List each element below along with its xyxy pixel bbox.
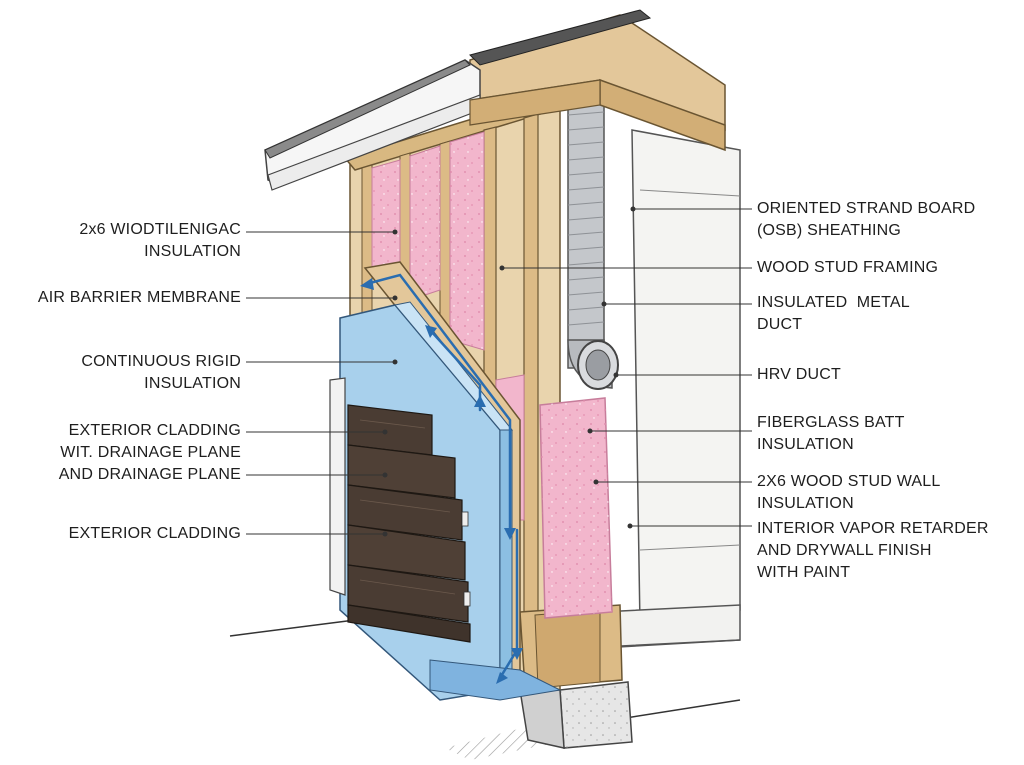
label-exterior-cladding: EXTERIOR CLADDING: [68, 525, 241, 542]
foundation: [519, 681, 633, 749]
leader-dots: [382, 206, 636, 537]
label-osb: ORIENTED STRAND BOARD(OSB) SHEATHING: [757, 200, 976, 239]
roof-structure: [264, 9, 726, 191]
label-hrv-duct: HRV DUCT: [757, 366, 841, 383]
siding-panels: [329, 377, 471, 643]
label-air-barrier: AIR BARRIER MEMBRANE: [37, 289, 241, 306]
arrow-heads: [360, 278, 523, 684]
hrv-duct-pipe: [561, 91, 619, 390]
fiberglass-batt: [539, 397, 613, 619]
leader-lines: [246, 208, 752, 535]
label-stud-framing: WOOD STUD FRAMING: [757, 259, 939, 276]
